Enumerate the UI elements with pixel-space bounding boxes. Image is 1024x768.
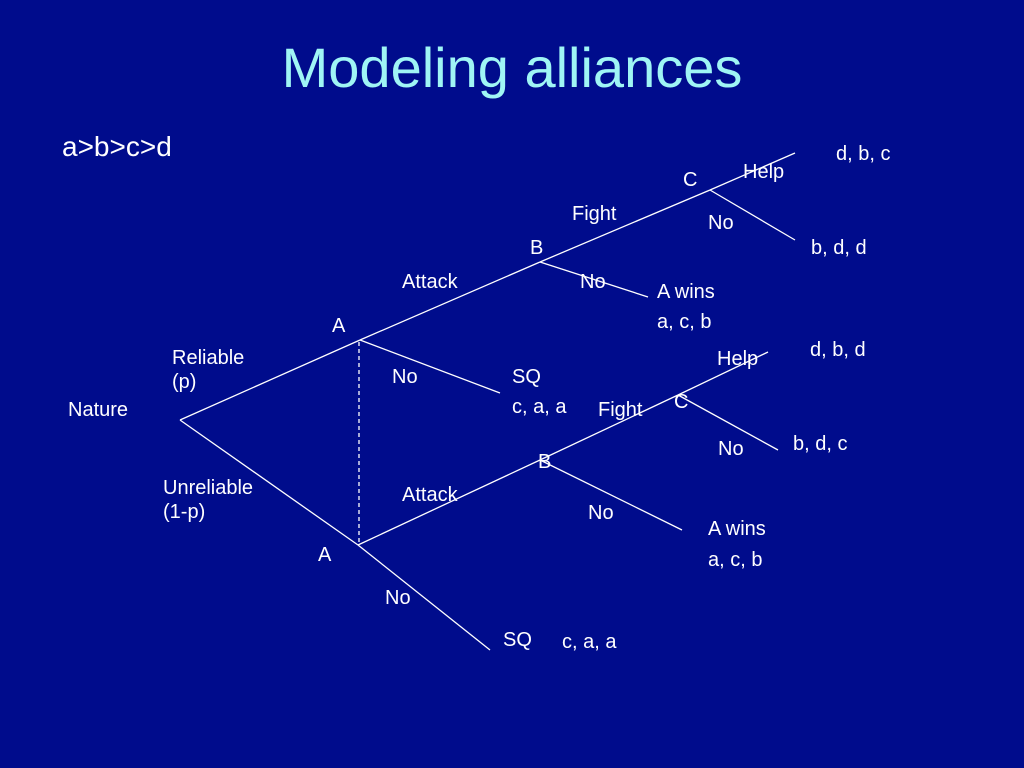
payoff-no-c-bottom: b, d, c <box>793 433 848 455</box>
node-c-bottom: C <box>674 391 689 413</box>
help-label-top: Help <box>743 161 785 183</box>
edge-fight-top <box>539 189 711 263</box>
awins-outcome-bottom: A wins <box>708 518 766 540</box>
no-label-b-bottom: No <box>588 502 614 524</box>
edge-unreliable <box>179 419 359 546</box>
no-label-c-bottom: No <box>718 438 744 460</box>
no-label-a-bottom: No <box>385 587 411 609</box>
edge-no-a-bottom <box>357 544 491 651</box>
reliable-label: Reliable <box>172 347 245 369</box>
node-a-top: A <box>332 315 346 337</box>
node-c-top: C <box>683 169 698 191</box>
preference-ordering: a>b>c>d <box>62 131 172 162</box>
unreliable-probability: (1-p) <box>163 501 206 523</box>
fight-label-top: Fight <box>572 203 617 225</box>
attack-label-top: Attack <box>402 271 458 293</box>
sq-outcome-top: SQ <box>512 366 541 388</box>
unreliable-label: Unreliable <box>163 477 254 499</box>
nature-node-label: Nature <box>68 399 129 421</box>
edge-attack-top <box>359 261 541 341</box>
awins-payoff-top: a, c, b <box>657 311 712 333</box>
edge-help-top <box>709 152 796 191</box>
sq-payoff-top: c, a, a <box>512 396 567 418</box>
payoff-help-top: d, b, c <box>836 143 891 165</box>
slide-title: Modeling alliances <box>281 36 743 99</box>
edge-help-bottom <box>677 351 769 396</box>
node-b-bottom: B <box>538 451 552 473</box>
edge-no-c-top <box>709 189 796 241</box>
sq-payoff-bottom: c, a, a <box>562 631 617 653</box>
no-label-c-top: No <box>708 212 734 234</box>
edge-no-a-top <box>359 339 501 394</box>
help-label-bottom: Help <box>717 348 759 370</box>
node-a-bottom: A <box>318 544 332 566</box>
payoff-help-bottom: d, b, d <box>810 339 866 361</box>
fight-label-bottom: Fight <box>598 399 643 421</box>
node-b-top: B <box>530 237 544 259</box>
edge-no-b-bottom <box>539 459 683 531</box>
edge-attack-bottom <box>357 459 541 546</box>
edge-reliable <box>179 339 361 421</box>
awins-outcome-top: A wins <box>657 281 715 303</box>
reliable-probability: (p) <box>172 371 197 393</box>
edge-no-b-top <box>539 261 649 298</box>
no-label-a-top: No <box>392 366 418 388</box>
no-label-b-top: No <box>580 271 606 293</box>
edge-fight-bottom <box>539 394 679 461</box>
edge-no-c-bottom <box>677 394 779 451</box>
attack-label-bottom: Attack <box>402 484 458 506</box>
payoff-no-c-top: b, d, d <box>811 237 867 259</box>
sq-outcome-bottom: SQ <box>503 629 532 651</box>
awins-payoff-bottom: a, c, b <box>708 549 763 571</box>
